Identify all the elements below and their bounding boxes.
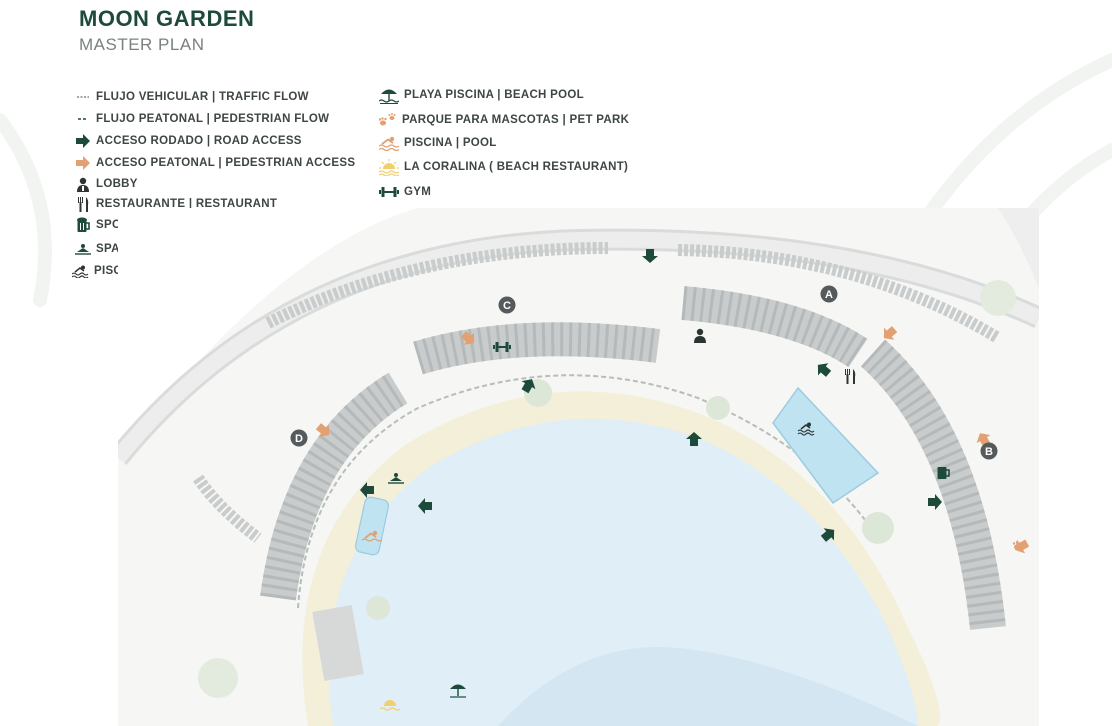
legend-label: LOBBY <box>96 178 138 190</box>
legend-label: GYM <box>404 186 432 198</box>
svg-text:B: B <box>985 446 993 458</box>
legend-label: PISCINA | POOL <box>404 137 497 149</box>
road-access-arrow-icon <box>74 133 92 149</box>
svg-text:C: C <box>503 300 511 312</box>
site-plan-drawing: A B C D <box>109 208 1044 726</box>
legend-item-traffic-flow: FLUJO VEHICULAR | TRAFFIC FLOW <box>74 89 309 105</box>
sport-bar-icon <box>74 217 92 233</box>
lobby-icon <box>74 176 92 192</box>
map-beach-restaurant-icon <box>379 700 401 711</box>
legend-item-beach-pool: PLAYA PISCINA | BEACH POOL <box>378 87 584 104</box>
master-plan-map: A B C D <box>109 208 1044 726</box>
map-lobby-icon <box>694 328 706 343</box>
legend-label: LA CORALINA ( BEACH RESTAURANT) <box>404 161 629 173</box>
legend-item-road-access: ACCESO RODADO | ROAD ACCESS <box>74 133 302 149</box>
gym-icon <box>378 184 400 200</box>
beach-restaurant-icon <box>378 158 400 176</box>
map-beach-pool-icon <box>450 684 466 698</box>
svg-text:A: A <box>825 289 833 301</box>
spa-icon <box>74 241 92 257</box>
legend-item-restaurant: RESTAURANTE | RESTAURANT <box>74 196 277 212</box>
building-marker-b: B <box>980 442 998 460</box>
map-pool-icon <box>797 422 815 436</box>
svg-text:D: D <box>295 433 303 445</box>
building-marker-a: A <box>820 285 838 303</box>
pool-icon <box>72 263 90 279</box>
legend-item-pedestrian-flow: FLUJO PEATONAL | PEDESTRIAN FLOW <box>74 111 329 127</box>
title-block: MOON GARDEN MASTER PLAN <box>79 6 254 55</box>
restaurant-icon <box>74 196 92 212</box>
building-marker-d: D <box>290 429 308 447</box>
map-restaurant-icon <box>845 369 856 384</box>
map-pet-park-icon <box>1012 541 1022 550</box>
map-spa-icon <box>388 473 404 484</box>
map-sport-bar-icon <box>937 467 950 479</box>
building-marker-c: C <box>498 296 516 314</box>
pet-park-icon <box>376 112 398 128</box>
map-pool-orange-icon <box>361 530 383 542</box>
page-subtitle: MASTER PLAN <box>79 35 205 54</box>
legend-label: FLUJO VEHICULAR | TRAFFIC FLOW <box>96 91 309 103</box>
beach-pool-icon <box>378 87 400 104</box>
pool-orange-icon <box>378 135 400 151</box>
legend-label: ACCESO PEATONAL | PEDESTRIAN ACCESS <box>96 157 356 169</box>
legend-item-lobby: LOBBY <box>74 176 138 192</box>
map-gym-icon <box>493 342 511 352</box>
legend-item-gym: GYM <box>378 184 431 200</box>
legend-item-pedestrian-access: ACCESO PEATONAL | PEDESTRIAN ACCESS <box>74 155 355 171</box>
traffic-flow-dash-icon <box>74 89 92 105</box>
legend-label: FLUJO PEATONAL | PEDESTRIAN FLOW <box>96 113 330 125</box>
legend-label: PARQUE PARA MASCOTAS | PET PARK <box>402 114 630 126</box>
page-title: MOON GARDEN <box>79 6 255 31</box>
legend-label: PLAYA PISCINA | BEACH POOL <box>404 89 584 101</box>
legend-item-pet-park: PARQUE PARA MASCOTAS | PET PARK <box>376 112 629 128</box>
legend-item-beach-restaurant: LA CORALINA ( BEACH RESTAURANT) <box>378 158 629 176</box>
legend-item-pool-orange: PISCINA | POOL <box>378 135 497 151</box>
legend-label: RESTAURANTE | RESTAURANT <box>96 198 278 210</box>
legend-label: ACCESO RODADO | ROAD ACCESS <box>96 135 302 147</box>
pedestrian-flow-dash-icon <box>74 111 92 127</box>
pedestrian-access-arrow-icon <box>74 155 92 171</box>
